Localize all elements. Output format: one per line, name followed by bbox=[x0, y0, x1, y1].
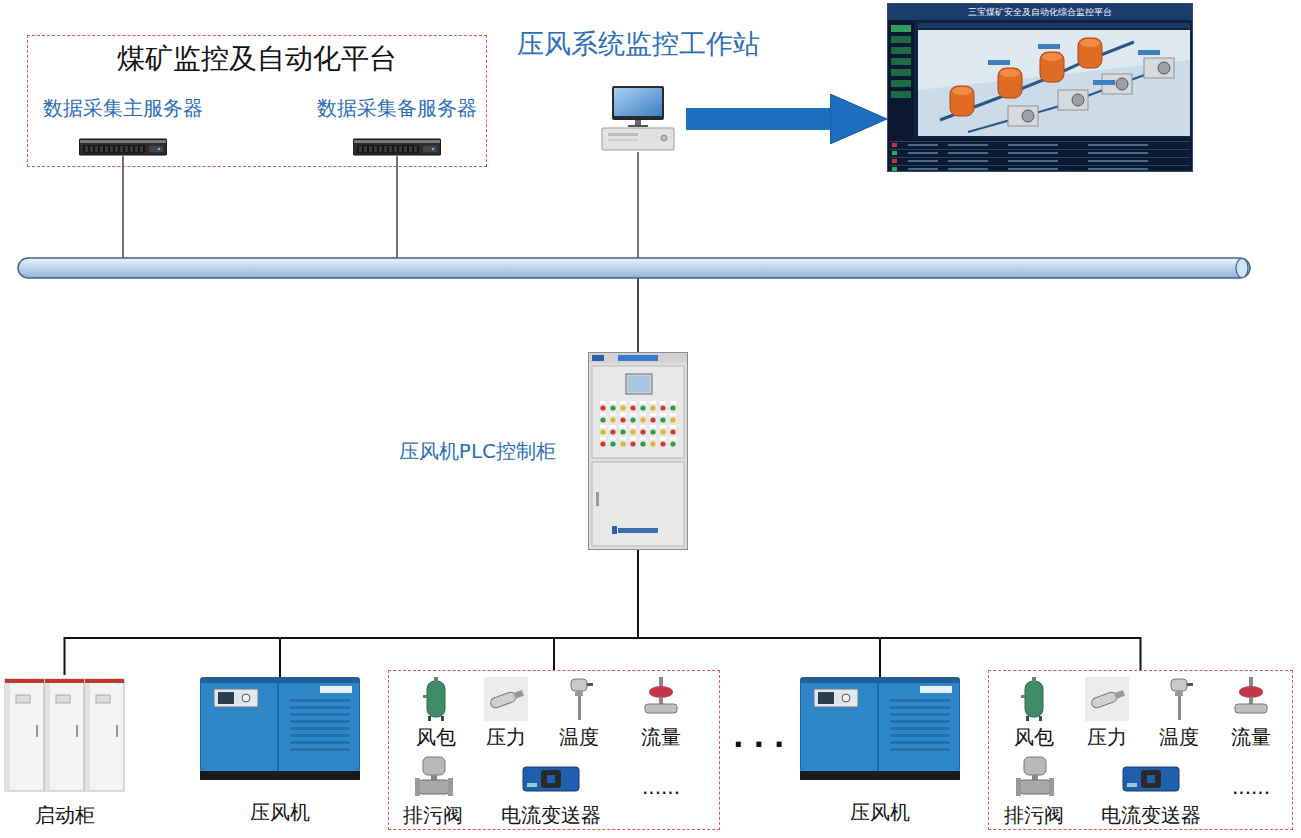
sensor-label: 压力 bbox=[1087, 725, 1127, 749]
sensor-item: 电流变送器 bbox=[501, 755, 601, 827]
sensor-label: 流量 bbox=[1231, 725, 1271, 749]
sensor-label: 排污阀 bbox=[1004, 803, 1064, 827]
workstation-node: 压风系统监控工作站 bbox=[517, 28, 760, 152]
device-label: 压风机 bbox=[850, 800, 910, 824]
sensor-item: 排污阀 bbox=[403, 755, 463, 827]
label-slot: · · · bbox=[733, 728, 784, 762]
starter-cabinet: 启动柜 bbox=[4, 675, 125, 827]
sensor-label: 温度 bbox=[1159, 725, 1199, 749]
sensor-label: 风包 bbox=[1014, 725, 1054, 749]
bus-pipe bbox=[18, 258, 1250, 278]
sensor-item: 压力 bbox=[484, 677, 528, 749]
sensor-item: 风包 bbox=[1014, 677, 1054, 749]
screenshot-title: 三宝煤矿安全及自动化综合监控平台 bbox=[968, 8, 1112, 17]
transmitter-icon bbox=[1121, 755, 1181, 799]
plc-cabinet: 压风机PLC控制柜 bbox=[399, 352, 688, 550]
sensor-label: 风包 bbox=[416, 725, 456, 749]
screenshot-panel: 三宝煤矿安全及自动化综合监控平台 bbox=[887, 3, 1193, 172]
sensor-item: 压力 bbox=[1085, 677, 1129, 749]
cabinet-icon bbox=[588, 352, 688, 550]
network-link bbox=[637, 152, 639, 352]
cabinet-label: 压风机PLC控制柜 bbox=[399, 439, 556, 463]
server-label: 数据采集主服务器 bbox=[43, 96, 203, 120]
server-node: 数据采集备服务器 bbox=[317, 96, 477, 156]
tank-icon bbox=[1014, 677, 1054, 721]
platform-title: 煤矿监控及自动化平台 bbox=[28, 36, 486, 76]
sensor-label: 电流变送器 bbox=[1101, 803, 1201, 827]
valve-icon bbox=[413, 755, 453, 799]
compressor-node: 压风机 bbox=[200, 677, 360, 824]
server-node: 数据采集主服务器 bbox=[43, 96, 203, 156]
sensor-item: 电流变送器 bbox=[1101, 755, 1201, 827]
network-link bbox=[280, 550, 638, 677]
sensor-label: ...... bbox=[642, 775, 680, 799]
sensor-group: 风包 压力 温度 流量排污阀 电流变送器...... bbox=[988, 670, 1293, 830]
valve-icon bbox=[1014, 755, 1054, 799]
device-label: 压风机 bbox=[250, 800, 310, 824]
compressor-icon bbox=[200, 677, 360, 780]
bus-pipe-end bbox=[1236, 259, 1248, 278]
temp-icon bbox=[1159, 677, 1199, 721]
pressure-icon bbox=[484, 677, 528, 721]
sensor-item: 温度 bbox=[1159, 677, 1199, 749]
sensor-label: ...... bbox=[1232, 775, 1270, 799]
transmitter-icon bbox=[521, 755, 581, 799]
sensor-label: 排污阀 bbox=[403, 803, 463, 827]
sensor-item: ...... bbox=[1232, 775, 1270, 799]
network-link bbox=[554, 550, 638, 670]
screen-header: 三宝煤矿安全及自动化综合监控平台 bbox=[888, 4, 1192, 20]
temp-icon bbox=[559, 677, 599, 721]
server-label: 数据采集备服务器 bbox=[317, 96, 477, 120]
compressor-node: 压风机 bbox=[800, 677, 960, 824]
sensor-label: 流量 bbox=[641, 725, 681, 749]
network-link bbox=[123, 156, 638, 352]
network-link bbox=[397, 156, 638, 352]
screen-icon bbox=[888, 20, 1192, 171]
starter-icon bbox=[4, 675, 125, 795]
server-icon bbox=[353, 138, 441, 156]
device-label: 启动柜 bbox=[35, 803, 95, 827]
flow-icon bbox=[641, 677, 681, 721]
sensor-label: 压力 bbox=[486, 725, 526, 749]
sensor-group: 风包 压力 温度 流量排污阀 电流变送器...... bbox=[388, 670, 720, 830]
sensor-label: 温度 bbox=[559, 725, 599, 749]
platform-box: 煤矿监控及自动化平台数据采集主服务器 数据采集备服务器 bbox=[27, 35, 487, 167]
sensor-item: 流量 bbox=[641, 677, 681, 749]
flow-icon bbox=[1231, 677, 1271, 721]
computer-icon bbox=[600, 86, 676, 152]
flow-arrow bbox=[686, 108, 830, 130]
network-link bbox=[65, 550, 639, 675]
network-link bbox=[638, 550, 880, 677]
sensor-item: 排污阀 bbox=[1004, 755, 1064, 827]
network-link bbox=[638, 550, 1141, 670]
sensor-item: 流量 bbox=[1231, 677, 1271, 749]
server-icon bbox=[79, 138, 167, 156]
sensor-item: 风包 bbox=[416, 677, 456, 749]
ellipsis-label: · · · bbox=[733, 728, 784, 762]
sensor-item: 温度 bbox=[559, 677, 599, 749]
tank-icon bbox=[416, 677, 456, 721]
pressure-icon bbox=[1085, 677, 1129, 721]
workstation-label: 压风系统监控工作站 bbox=[517, 28, 760, 60]
sensor-label: 电流变送器 bbox=[501, 803, 601, 827]
sensor-item: ...... bbox=[642, 775, 680, 799]
compressor-icon bbox=[800, 677, 960, 780]
